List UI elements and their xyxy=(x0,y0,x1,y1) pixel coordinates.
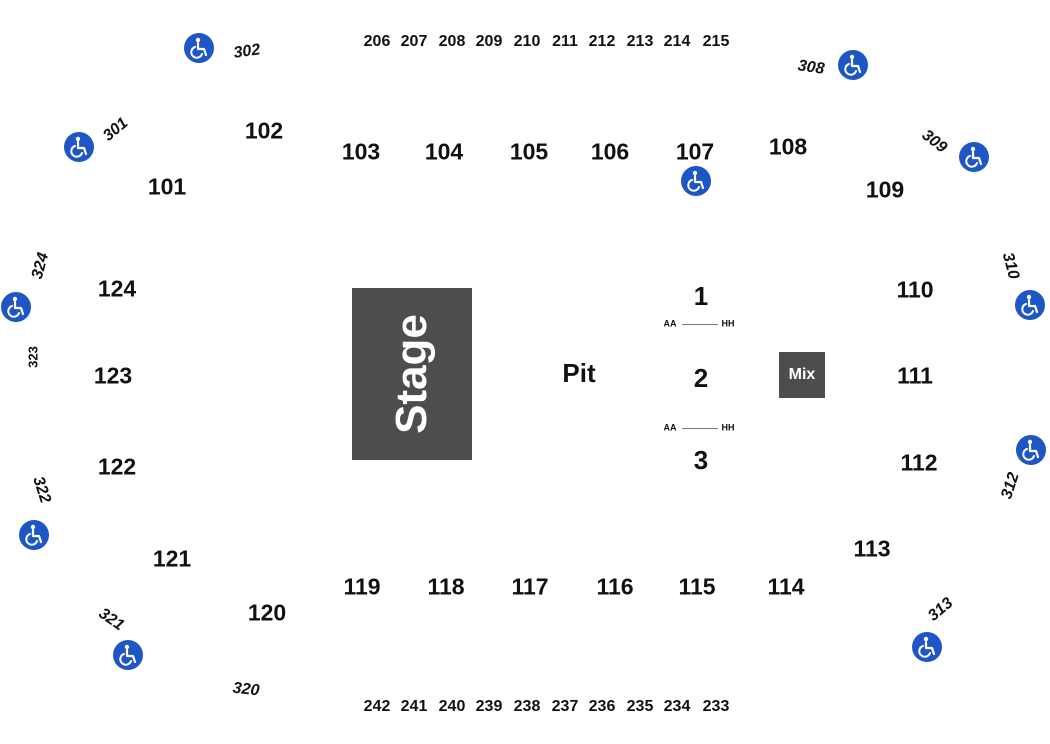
section-214[interactable]: 214 xyxy=(663,33,691,50)
row-start-label: AA xyxy=(663,422,677,433)
section-207[interactable]: 207 xyxy=(400,33,428,50)
section-233[interactable]: 233 xyxy=(702,698,730,715)
section-310[interactable]: 310 xyxy=(998,250,1023,281)
section-101[interactable]: 101 xyxy=(147,173,187,200)
section-240[interactable]: 240 xyxy=(438,698,466,715)
wheelchair-accessible-icon xyxy=(1016,435,1046,465)
section-120[interactable]: 120 xyxy=(247,599,287,626)
row-end-label: HH xyxy=(721,318,735,329)
section-313[interactable]: 313 xyxy=(924,594,957,625)
section-308[interactable]: 308 xyxy=(796,57,826,78)
section-114[interactable]: 114 xyxy=(767,573,805,600)
section-211[interactable]: 211 xyxy=(552,33,578,50)
section-213[interactable]: 213 xyxy=(626,33,654,50)
section-118[interactable]: 118 xyxy=(427,573,465,600)
section-239[interactable]: 239 xyxy=(475,698,503,715)
section-108[interactable]: 108 xyxy=(768,133,808,160)
mix-label: Mix xyxy=(788,366,816,383)
row-range-line xyxy=(682,428,718,429)
wheelchair-accessible-icon xyxy=(912,632,942,662)
section-322[interactable]: 322 xyxy=(29,474,54,506)
pit-row-1: 1 xyxy=(693,281,709,311)
wheelchair-accessible-icon xyxy=(184,33,214,63)
row-end-label: HH xyxy=(721,422,735,433)
section-242[interactable]: 242 xyxy=(363,698,391,715)
section-302[interactable]: 302 xyxy=(232,41,262,62)
section-323[interactable]: 323 xyxy=(25,346,41,368)
section-237[interactable]: 237 xyxy=(551,698,579,715)
section-320[interactable]: 320 xyxy=(231,679,261,700)
section-312[interactable]: 312 xyxy=(998,470,1023,502)
section-206[interactable]: 206 xyxy=(363,33,391,50)
row-range-line xyxy=(682,324,718,325)
section-236[interactable]: 236 xyxy=(588,698,616,715)
wheelchair-accessible-icon xyxy=(19,520,49,550)
section-309[interactable]: 309 xyxy=(918,126,951,157)
section-238[interactable]: 238 xyxy=(513,698,541,715)
section-212[interactable]: 212 xyxy=(588,33,616,50)
section-209[interactable]: 209 xyxy=(475,33,503,50)
wheelchair-accessible-icon xyxy=(959,142,989,172)
section-210[interactable]: 210 xyxy=(513,33,541,50)
wheelchair-accessible-icon xyxy=(838,50,868,80)
section-110[interactable]: 110 xyxy=(896,276,934,303)
stage-label: Stage xyxy=(386,314,436,434)
section-324[interactable]: 324 xyxy=(28,250,53,281)
section-215[interactable]: 215 xyxy=(702,33,730,50)
section-208[interactable]: 208 xyxy=(438,33,466,50)
section-112[interactable]: 112 xyxy=(900,449,938,476)
section-121[interactable]: 121 xyxy=(152,545,192,572)
section-116[interactable]: 116 xyxy=(596,573,634,600)
pit-label: Pit xyxy=(562,358,596,388)
section-103[interactable]: 103 xyxy=(341,138,381,165)
wheelchair-accessible-icon xyxy=(64,132,94,162)
section-241[interactable]: 241 xyxy=(400,698,428,715)
section-109[interactable]: 109 xyxy=(865,176,905,203)
section-235[interactable]: 235 xyxy=(626,698,654,715)
section-123[interactable]: 123 xyxy=(93,362,133,389)
wheelchair-accessible-icon xyxy=(1015,290,1045,320)
section-301[interactable]: 301 xyxy=(99,114,132,145)
section-104[interactable]: 104 xyxy=(424,138,464,165)
section-124[interactable]: 124 xyxy=(97,275,137,302)
section-107[interactable]: 107 xyxy=(675,138,715,165)
stage: Stage xyxy=(352,288,472,460)
mix-position: Mix xyxy=(779,352,825,398)
section-115[interactable]: 115 xyxy=(678,573,716,600)
section-113[interactable]: 113 xyxy=(853,535,891,562)
row-start-label: AA xyxy=(663,318,677,329)
wheelchair-accessible-icon xyxy=(113,640,143,670)
section-102[interactable]: 102 xyxy=(244,117,284,144)
section-105[interactable]: 105 xyxy=(509,138,549,165)
section-321[interactable]: 321 xyxy=(95,604,128,635)
section-106[interactable]: 106 xyxy=(590,138,630,165)
pit-row-3: 3 xyxy=(693,445,709,475)
wheelchair-accessible-icon xyxy=(1,292,31,322)
section-117[interactable]: 117 xyxy=(511,573,549,600)
wheelchair-accessible-icon xyxy=(681,166,711,196)
section-122[interactable]: 122 xyxy=(97,453,137,480)
section-234[interactable]: 234 xyxy=(663,698,691,715)
pit-row-2: 2 xyxy=(693,363,709,393)
section-119[interactable]: 119 xyxy=(343,573,381,600)
section-111[interactable]: 111 xyxy=(897,362,933,389)
